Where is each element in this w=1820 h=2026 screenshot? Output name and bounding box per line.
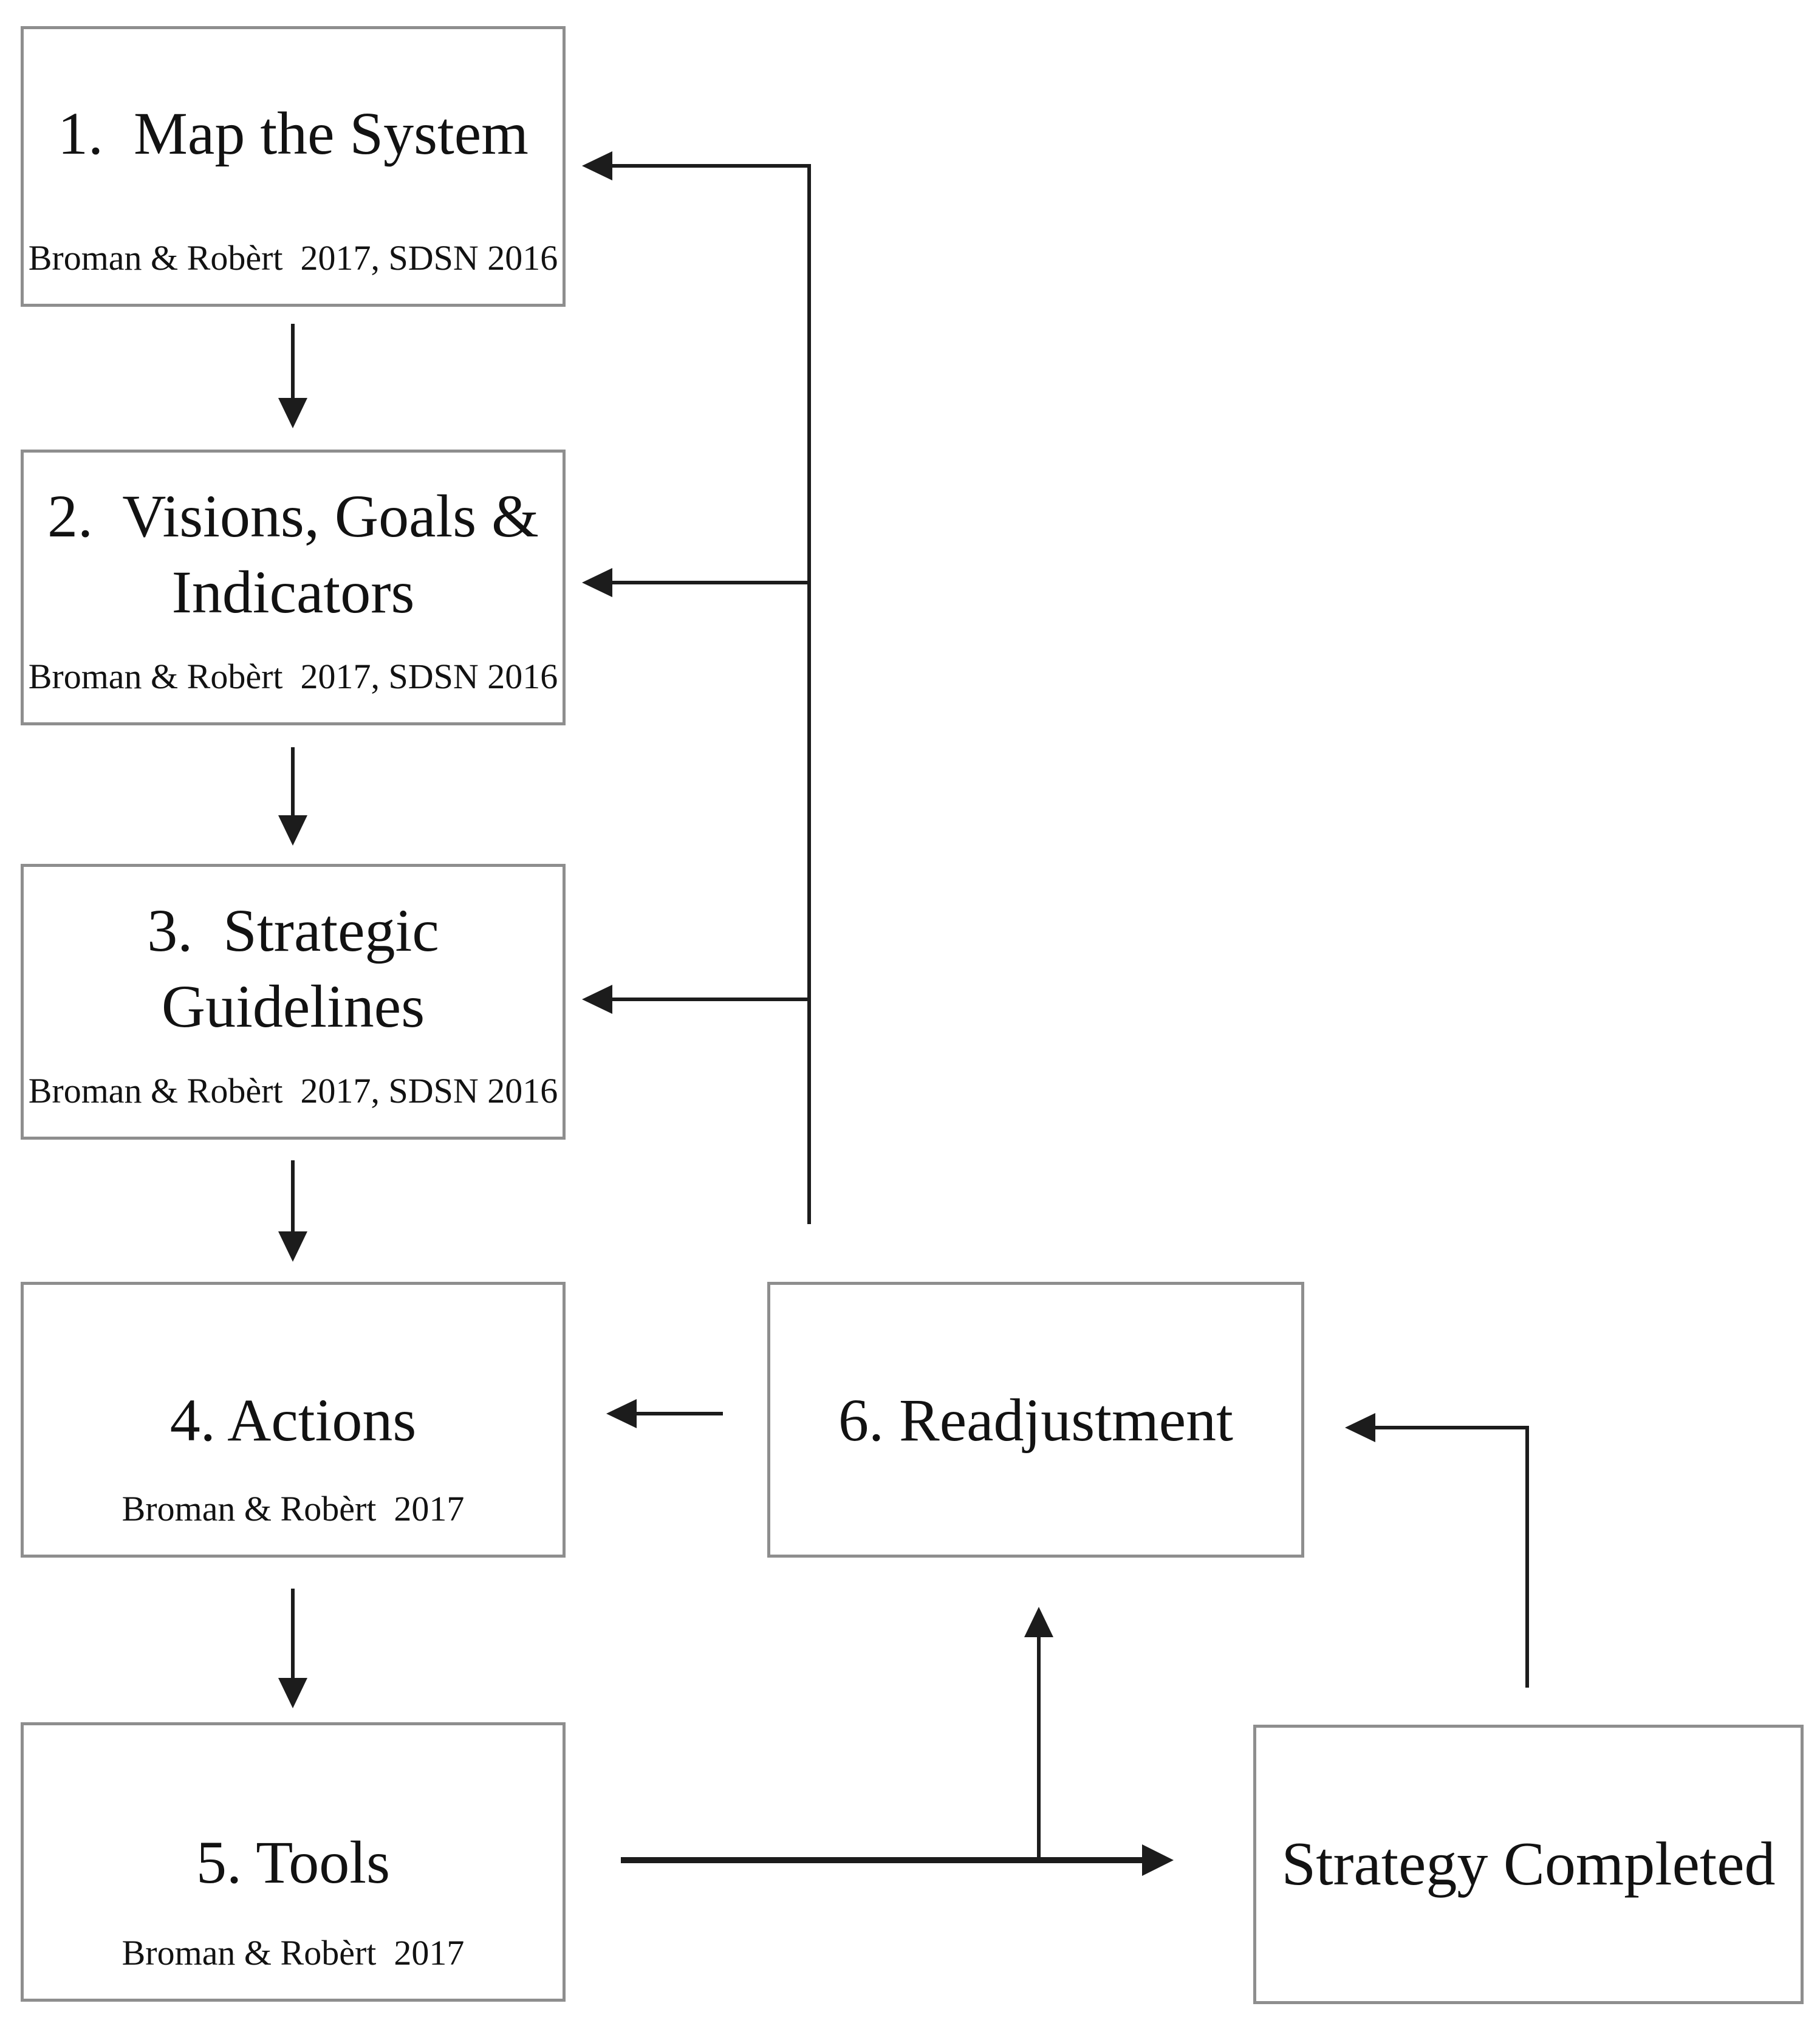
box-title: 5. Tools — [196, 1828, 390, 1896]
arrowhead-down-icon — [278, 815, 307, 846]
box-title: 4. Actions — [169, 1386, 417, 1454]
arrow-line — [291, 747, 295, 820]
box-subtitle: Broman & Robèrt 2017, SDSN 2016 — [28, 1071, 558, 1111]
arrow-line — [612, 998, 809, 1001]
box-map-the-system: 1. Map the System Broman & Robèrt 2017, … — [21, 26, 566, 307]
box-subtitle: Broman & Robèrt 2017, SDSN 2016 — [28, 238, 558, 278]
arrowhead-left-icon — [606, 1399, 637, 1428]
box-strategic-guidelines: 3. Strategic Guidelines Broman & Robèrt … — [21, 864, 566, 1140]
arrow-line-vertical — [1525, 1428, 1529, 1688]
box-title: 1. Map the System — [58, 99, 529, 167]
arrowhead-up-icon — [1024, 1607, 1053, 1637]
arrowhead-left-icon — [582, 568, 612, 597]
arrow-line — [612, 164, 809, 168]
arrow-line-horizontal — [1375, 1426, 1529, 1429]
box-visions-goals-indicators: 2. Visions, Goals & Indicators Broman & … — [21, 450, 566, 725]
arrow-line — [1037, 1637, 1041, 1860]
box-title: 6. Readjustment — [838, 1386, 1233, 1454]
arrow-line — [291, 1160, 295, 1236]
box-tools: 5. Tools Broman & Robèrt 2017 — [21, 1722, 566, 2002]
arrowhead-down-icon — [278, 1231, 307, 1262]
arrowhead-left-icon — [582, 151, 612, 180]
box-readjustment: 6. Readjustment — [767, 1282, 1304, 1558]
feedback-trunk-line — [807, 164, 811, 1224]
box-title: Strategy Completed — [1281, 1830, 1776, 1899]
arrow-line — [637, 1412, 723, 1415]
box-title: 2. Visions, Goals & Indicators — [47, 482, 539, 626]
arrowhead-left-icon — [582, 985, 612, 1014]
box-title: 3. Strategic Guidelines — [147, 897, 439, 1040]
box-subtitle: Broman & Robèrt 2017 — [121, 1489, 465, 1529]
arrowhead-down-icon — [278, 398, 307, 428]
box-strategy-completed: Strategy Completed — [1253, 1725, 1804, 2004]
arrow-line — [612, 581, 809, 584]
arrowhead-right-icon — [1142, 1844, 1174, 1876]
arrowhead-down-icon — [278, 1678, 307, 1708]
box-actions: 4. Actions Broman & Robèrt 2017 — [21, 1282, 566, 1558]
arrowhead-left-icon — [1345, 1413, 1375, 1442]
box-subtitle: Broman & Robèrt 2017 — [121, 1933, 465, 1973]
arrow-line — [291, 1589, 295, 1683]
box-subtitle: Broman & Robèrt 2017, SDSN 2016 — [28, 657, 558, 697]
arrow-line — [621, 1857, 1142, 1863]
arrow-line — [291, 324, 295, 403]
